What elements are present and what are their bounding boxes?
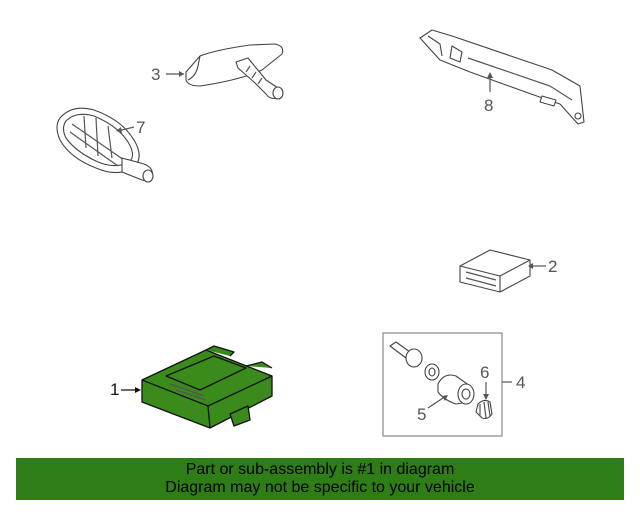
part-6-valve-cap[interactable] [475, 399, 493, 420]
part-2-receiver-module[interactable] [459, 249, 531, 293]
leader-5 [427, 395, 447, 409]
part-1-control-module[interactable] [141, 345, 273, 429]
banner-line-1: Part or sub-assembly is #1 in diagram [185, 461, 455, 478]
arrowhead-6 [483, 394, 489, 400]
callout-5: 5 [417, 405, 426, 424]
notice-banner: Part or sub-assembly is #1 in diagram Di… [16, 458, 624, 500]
callout-1: 1 [110, 380, 119, 399]
callout-3: 3 [151, 65, 160, 84]
callout-8: 8 [484, 96, 493, 115]
arrowhead-3 [179, 71, 184, 77]
arrowhead-2 [528, 263, 533, 269]
part-3-valve-tool[interactable] [185, 43, 284, 100]
part-7-emblem[interactable] [56, 107, 154, 183]
arrowhead-1 [135, 387, 141, 393]
arrowhead-7 [116, 127, 122, 133]
part-8-bracket[interactable] [419, 29, 585, 125]
callout-6: 6 [480, 363, 489, 382]
arrowhead-5 [442, 395, 448, 401]
banner-line-2: Diagram may not be specific to your vehi… [165, 479, 475, 496]
arrowhead-8 [487, 72, 493, 78]
callout-4: 4 [516, 373, 525, 392]
callout-2: 2 [548, 257, 557, 276]
callout-7: 7 [136, 118, 145, 137]
kit-valve-stem[interactable] [389, 341, 440, 381]
